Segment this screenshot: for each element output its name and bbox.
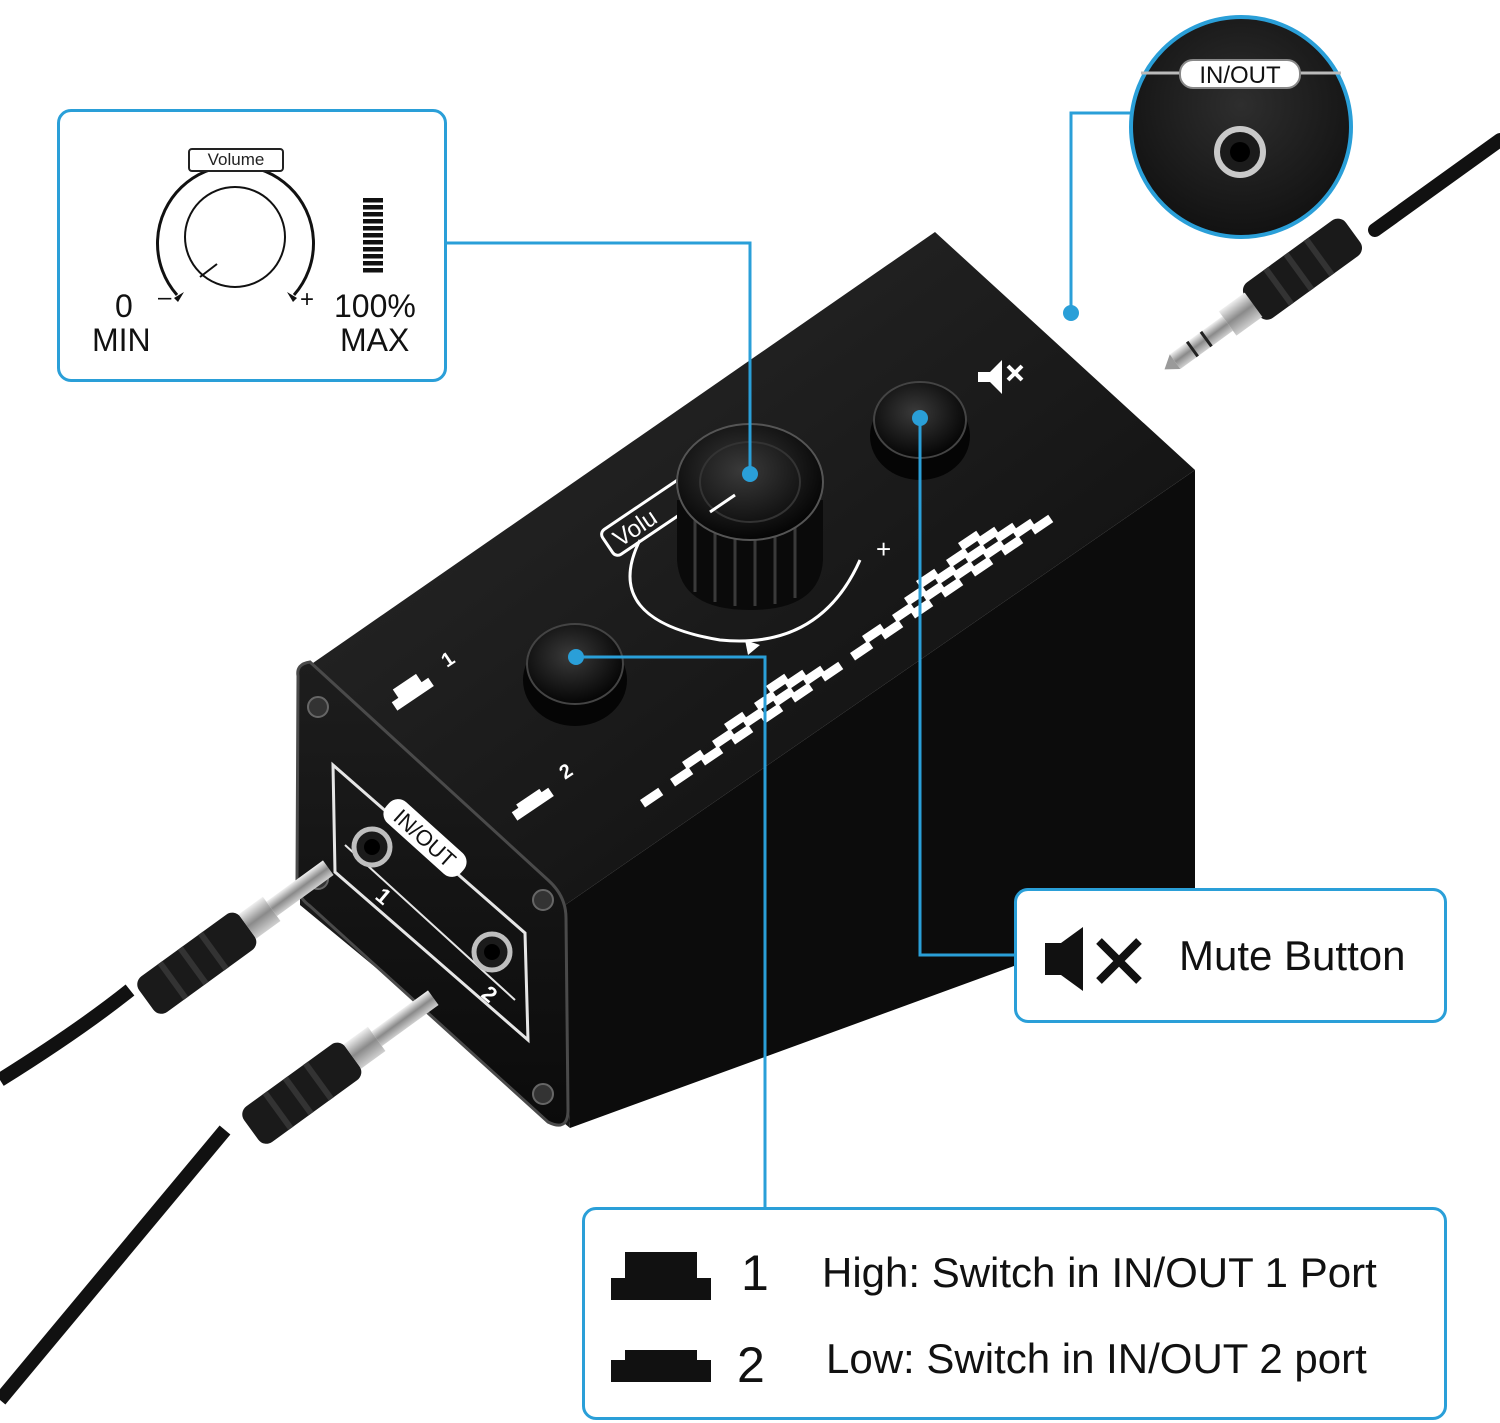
- level-bar: [730, 724, 754, 745]
- volume-max-label: MAX: [340, 322, 410, 358]
- level-bar: [784, 669, 808, 690]
- level-bar: [964, 543, 988, 564]
- level-bar: [976, 526, 1000, 547]
- meter-segment: [363, 247, 383, 252]
- audio-switcher-device: IN/OUT 1 2 Volu + 1 2: [295, 232, 1195, 1128]
- right-audio-cable: [1164, 133, 1500, 370]
- level-bar: [766, 673, 790, 694]
- switch-high-icon: [611, 1252, 711, 1300]
- level-bar: [724, 711, 748, 732]
- switch-high-number-label: 1: [741, 1245, 769, 1301]
- level-bar: [922, 581, 946, 602]
- mute-button-label: Mute Button: [1179, 932, 1406, 979]
- level-bar: [850, 640, 874, 661]
- level-bar: [910, 598, 934, 619]
- level-bar: [640, 787, 664, 808]
- level-bar: [802, 665, 826, 686]
- switch-high-glyph: [391, 673, 434, 711]
- level-bar: [790, 682, 814, 703]
- level-bar: [970, 556, 994, 577]
- switch-low-glyph: [511, 787, 554, 821]
- volume-min-value: 0: [115, 288, 133, 324]
- volume-max-value: 100%: [334, 288, 416, 324]
- level-bar: [1030, 514, 1054, 535]
- level-bar: [982, 539, 1006, 560]
- top-plus-sign: +: [876, 534, 891, 564]
- level-bar: [958, 530, 982, 551]
- switch-low-description: Low: Switch in IN/OUT 2 port: [826, 1335, 1367, 1382]
- level-bar: [994, 522, 1018, 543]
- level-bar: [1000, 535, 1024, 556]
- inout-port-zoom: IN/OUT: [1129, 15, 1353, 239]
- meter-segment: [363, 219, 383, 224]
- volume-min-label: MIN: [92, 322, 151, 358]
- port-select-button[interactable]: [523, 623, 627, 726]
- level-bar: [742, 707, 766, 728]
- switch-low-number-label: 2: [737, 1337, 765, 1393]
- level-bar: [952, 560, 976, 581]
- meter-segment: [363, 198, 383, 203]
- level-bar: [934, 564, 958, 585]
- zoom-inout-label: IN/OUT: [1199, 62, 1281, 89]
- meter-segment: [363, 212, 383, 217]
- volume-knob-label: Volume: [188, 148, 284, 172]
- minus-sign: –: [158, 284, 172, 311]
- level-bar: [682, 749, 706, 770]
- volume-level-meter: [363, 198, 383, 273]
- level-bar: [700, 745, 724, 766]
- level-bar: [916, 568, 940, 589]
- level-bar: [880, 619, 904, 640]
- front-audio-cables: [0, 860, 439, 1405]
- speaker-mute-icon: [1045, 927, 1142, 991]
- port-switch-callout: 1 High: Switch in IN/OUT 1 Port 2 Low: S…: [582, 1207, 1447, 1420]
- meter-segment: [363, 254, 383, 259]
- volume-callout: Volume – + 0 MIN 100% MAX: [57, 109, 447, 382]
- plus-sign: +: [300, 286, 315, 313]
- meter-segment: [363, 268, 383, 273]
- level-bar: [712, 728, 736, 749]
- level-bar: [1012, 518, 1036, 539]
- level-bar: [892, 602, 916, 623]
- top-mute-glyph: [978, 360, 1024, 394]
- level-bar: [772, 686, 796, 707]
- mute-callout: Mute Button: [1014, 888, 1447, 1023]
- meter-segment: [363, 205, 383, 210]
- meter-segment: [363, 226, 383, 231]
- level-bar: [820, 661, 844, 682]
- callout-leader-lines: [447, 111, 1133, 1207]
- level-bar: [940, 577, 964, 598]
- level-bar: [946, 547, 970, 568]
- level-bars-decoration: [640, 514, 1054, 808]
- meter-segment: [363, 261, 383, 266]
- level-bar: [670, 766, 694, 787]
- meter-segment: [363, 233, 383, 238]
- level-bar: [862, 623, 886, 644]
- switch-high-description: High: Switch in IN/OUT 1 Port: [822, 1249, 1377, 1296]
- meter-segment: [363, 240, 383, 245]
- callout-anchor-dots: [568, 305, 1079, 665]
- switch-low-icon: [611, 1350, 711, 1382]
